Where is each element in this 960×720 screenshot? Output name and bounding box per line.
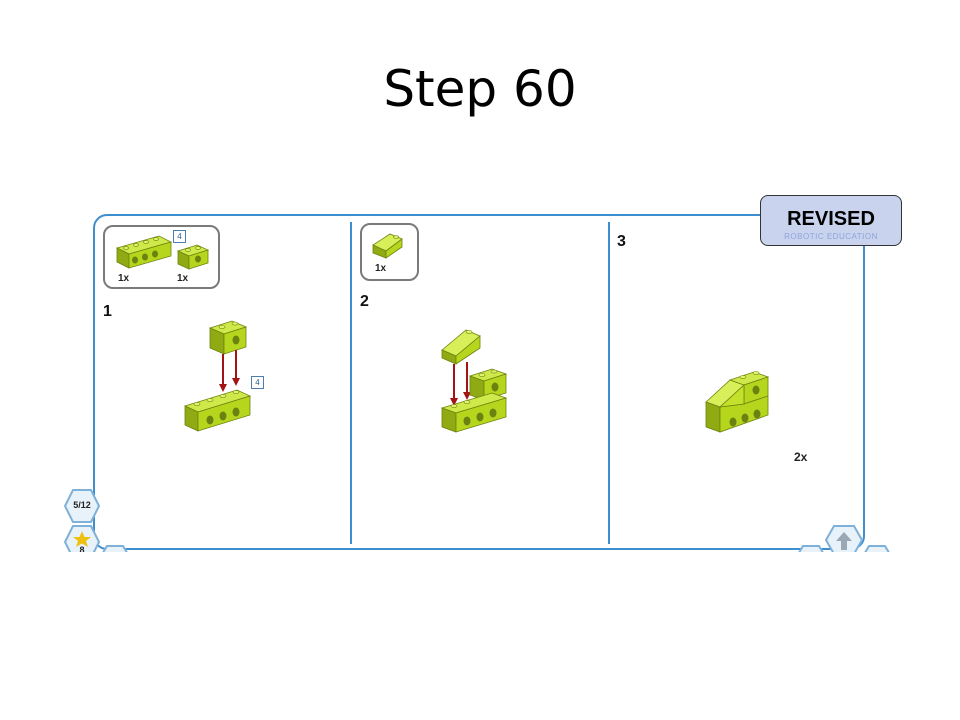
beam-length-callout: 4: [251, 376, 264, 389]
assembly-step-2-illustration: [440, 329, 508, 433]
step-number-1: 1: [103, 303, 112, 320]
slide-title: Step 60: [383, 60, 577, 118]
revised-sub-label: ROBOTIC EDUCATION: [784, 232, 878, 241]
part-quantity: 1x: [118, 273, 130, 284]
up-arrow-icon[interactable]: [824, 524, 864, 554]
step-number-2: 2: [360, 293, 369, 310]
part-quantity: 1x: [177, 273, 189, 284]
crop-mask: [60, 552, 900, 582]
build-multiplier: 2x: [794, 450, 808, 464]
counter-value: 8: [79, 545, 85, 555]
panel-divider-2: [608, 222, 610, 544]
part-length-callout: 4: [173, 230, 186, 243]
parts-list-panel-2: 1x: [360, 223, 419, 281]
parts-list-panel-1: 4 1x 1x: [103, 225, 220, 289]
beam-4-part-icon: [115, 235, 173, 269]
revised-label: REVISED: [787, 208, 875, 230]
page-indicator: 5/12: [73, 500, 91, 510]
assembly-step-3-illustration: [705, 371, 770, 433]
revised-badge: REVISED ROBOTIC EDUCATION: [760, 195, 902, 246]
panel-divider-1: [350, 222, 352, 544]
step-number-3: 3: [617, 233, 626, 250]
assembly-step-1-illustration: [183, 320, 252, 432]
part-quantity: 1x: [375, 263, 387, 274]
page-indicator-hex[interactable]: 5/12: [63, 488, 101, 524]
hexagon-icon: [63, 489, 101, 523]
beam-1-part-icon: [176, 244, 210, 270]
slope-brick-part-icon: [372, 233, 403, 259]
